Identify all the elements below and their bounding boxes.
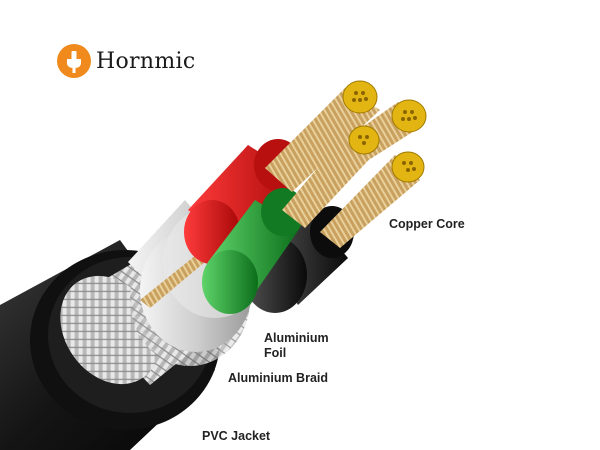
aluminium-foil-label: Aluminium Foil — [264, 331, 329, 360]
brand-logo: Hornmic — [56, 43, 195, 79]
copper-core-label: Copper Core — [389, 217, 465, 231]
green-wire — [202, 188, 305, 314]
plug-icon — [57, 44, 91, 78]
aluminium-braid-label: Aluminium Braid — [228, 371, 329, 385]
drain-wire — [140, 255, 205, 308]
pvc-jacket-label: PVC Jacket — [202, 429, 271, 443]
copper-core-ends — [342, 80, 427, 183]
brand-name: Hornmic — [96, 48, 196, 74]
